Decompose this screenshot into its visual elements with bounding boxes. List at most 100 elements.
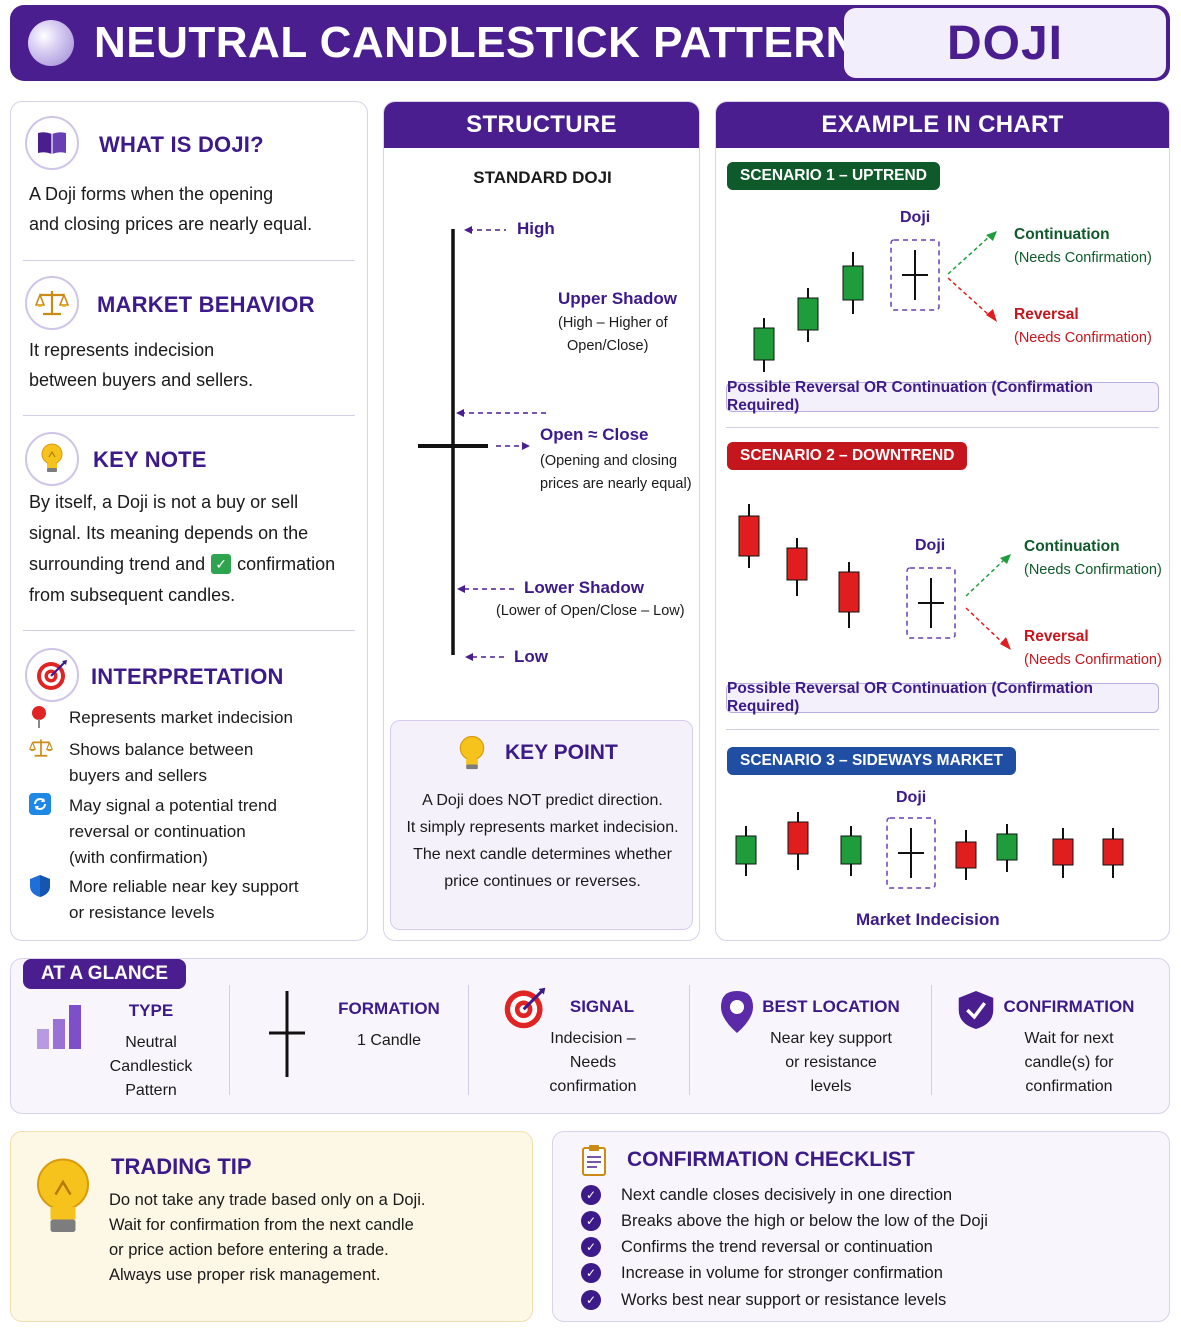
tip-line-3: or price action before entering a trade. — [109, 1241, 389, 1259]
glance-confirmation-title: CONFIRMATION — [1003, 997, 1135, 1016]
bar-chart-icon — [37, 1005, 81, 1049]
s1-candle-3 — [842, 252, 864, 314]
glance-type-title: TYPE — [128, 1001, 174, 1020]
keynote-line-3b: confirmation — [237, 554, 336, 574]
keynote-line-1: By itself, a Doji is not a buy or sell — [29, 492, 299, 512]
pin-icon — [29, 705, 69, 737]
glance-sep-3 — [689, 985, 690, 1095]
upper-desc-1: (High – Higher of — [558, 315, 668, 331]
s1-candle-2 — [797, 288, 819, 342]
glance-signal-l2: Needs — [569, 1054, 617, 1071]
s2-candle-2 — [786, 538, 808, 596]
s2-pill: Possible Reversal OR Continuation (Confi… — [726, 680, 1159, 715]
glance-location-l1: Near key support — [770, 1030, 892, 1047]
glance-signal-title: SIGNAL — [569, 997, 635, 1016]
glance-type-l2: Candlestick — [109, 1058, 193, 1075]
scenario-2-tag: SCENARIO 2 – DOWNTREND — [727, 442, 968, 470]
glance-location-body: Near key support or resistance levels — [761, 1027, 901, 1099]
s2-continuation-sub: (Needs Confirmation) — [1024, 562, 1162, 578]
glance-tag: AT A GLANCE — [23, 959, 187, 989]
glance-sep-1 — [229, 985, 230, 1095]
s3-candle-4 — [955, 830, 977, 880]
doji-structure-diagram — [418, 226, 548, 661]
checklist-title: CONFIRMATION CHECKLIST — [627, 1148, 915, 1171]
checklist-item-4: ✓ Increase in volume for stronger confirm… — [581, 1263, 943, 1283]
interp-2-text-2: buyers and sellers — [69, 766, 207, 785]
left-divider-1 — [23, 260, 355, 261]
checklist-text-4: Increase in volume for stronger confirma… — [621, 1263, 943, 1282]
checklist-item-3: ✓Confirms the trend reversal or continua… — [581, 1237, 933, 1257]
left-divider-3 — [23, 630, 355, 631]
s3-doji-label: Doji — [896, 789, 927, 806]
scenario-3-tag: SCENARIO 3 – SIDEWAYS MARKET — [727, 747, 1016, 775]
glance-formation-l1: 1 Candle — [356, 1032, 422, 1049]
trading-tip-panel: TRADING TIP Do not take any trade based … — [10, 1131, 533, 1322]
checklist-text-3: Confirms the trend reversal or continuat… — [621, 1237, 933, 1256]
glance-confirmation-body: Wait for next candle(s) for confirmation — [999, 1027, 1139, 1099]
label-open-close: Open ≈ Close — [540, 425, 649, 444]
keynote-line-4: from subsequent candles. — [29, 585, 236, 605]
interp-item-4: More reliable near key support or resist… — [29, 874, 299, 926]
checklist-panel: CONFIRMATION CHECKLIST ✓Next candle clos… — [552, 1131, 1170, 1322]
s2-down-arrow — [965, 607, 1005, 645]
glance-panel: AT A GLANCE TYPE Neutral Candlestick Pat… — [10, 958, 1170, 1114]
tip-lines: Do not take any trade based only on a Do… — [109, 1188, 425, 1288]
label-upper-shadow: Upper Shadow — [558, 289, 678, 308]
checklist-item-1: ✓Next candle closes decisively in one di… — [581, 1185, 952, 1205]
confirmation-shield-icon — [958, 991, 994, 1029]
scenario-1-chart — [753, 231, 997, 372]
structure-panel: STRUCTURE STANDARD DOJI High Upper Shado… — [383, 101, 700, 941]
checklist-text-2: Breaks above the high or below the low o… — [621, 1211, 988, 1230]
location-pin-icon — [721, 991, 753, 1033]
scale-small-icon — [28, 737, 69, 789]
s2-doji-candle — [918, 578, 944, 628]
checklist-item-5: ✓ Works best near support or resistance l… — [581, 1290, 946, 1310]
glance-signal-body: Indecision – Needs confirmation — [523, 1027, 663, 1099]
tip-lightbulb-icon — [37, 1158, 89, 1232]
check-icon: ✓ — [211, 554, 232, 574]
behavior-title: MARKET BEHAVIOR — [97, 292, 315, 317]
glance-location-l2: or resistance — [785, 1054, 877, 1071]
left-panel: WHAT IS DOJI? A Doji forms when the open… — [10, 101, 368, 941]
interp-item-3: May signal a potential trend reversal or… — [29, 793, 277, 871]
check-icon: ✓ — [581, 1290, 601, 1310]
interp-2-text-1: Shows balance between — [69, 740, 254, 759]
clipboard-icon — [582, 1145, 606, 1176]
s2-candle-3 — [838, 562, 860, 628]
label-low: Low — [514, 647, 548, 666]
s3-doji-candle — [898, 828, 924, 878]
interp-1-text: Represents market indecision — [69, 708, 293, 727]
s1-doji-label: Doji — [900, 209, 931, 226]
example-panel: EXAMPLE IN CHART SCENARIO 1 – UPTREND Do… — [715, 101, 1170, 941]
s2-candle-1 — [738, 504, 760, 568]
lower-desc: (Lower of Open/Close – Low) — [496, 603, 685, 619]
glance-sep-2 — [468, 985, 469, 1095]
scenario-2-chart — [738, 504, 1011, 650]
checklist-text-5: Works best near support or resistance le… — [621, 1290, 947, 1309]
keypoint-lines: A Doji does NOT predict direction. It si… — [391, 787, 694, 895]
check-icon: ✓ — [581, 1211, 601, 1231]
tip-title: TRADING TIP — [111, 1154, 252, 1179]
scale-icon — [25, 276, 79, 330]
s1-reversal: Reversal — [1014, 306, 1079, 323]
interp-4-text-2: or resistance levels — [69, 903, 215, 922]
keypoint-line-2: It simply represents market indecision. — [406, 819, 679, 836]
interp-item-2: Shows balance between buyers and sellers — [28, 737, 254, 789]
s1-doji-box — [890, 239, 940, 311]
s1-continuation: Continuation — [1014, 226, 1110, 243]
keypoint-line-3: The next candle determines whether — [413, 846, 672, 863]
s1-pill: Possible Reversal OR Continuation (Confi… — [726, 379, 1159, 414]
s2-up-arrow — [965, 559, 1005, 597]
glance-type-l1: Neutral — [125, 1034, 177, 1051]
what-title: WHAT IS DOJI? — [99, 132, 264, 157]
header-orb-icon — [28, 20, 74, 66]
glance-formation-title: FORMATION — [338, 999, 440, 1018]
interp-3-text-1: May signal a potential trend — [69, 796, 277, 815]
book-icon — [25, 116, 79, 170]
check-icon: ✓ — [581, 1263, 601, 1283]
structure-subtitle: STANDARD DOJI — [473, 168, 612, 187]
glance-confirmation-l2: candle(s) for — [1024, 1054, 1114, 1071]
s1-down-arrow — [947, 277, 991, 317]
s1-continuation-sub: (Needs Confirmation) — [1014, 250, 1152, 266]
example-divider-2 — [726, 729, 1159, 730]
